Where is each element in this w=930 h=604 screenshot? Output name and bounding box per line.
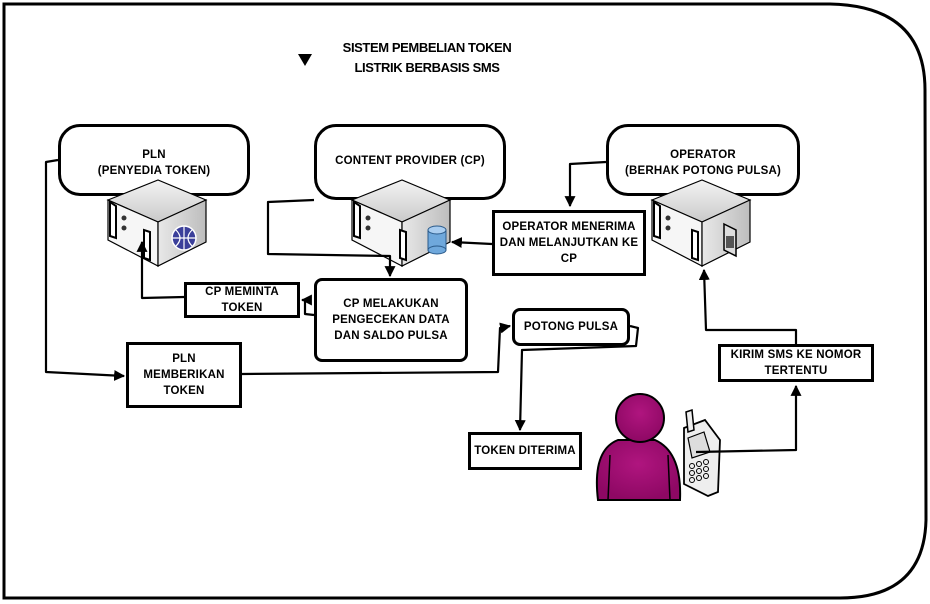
connector-sms-to-operator xyxy=(698,268,798,344)
step-token-received-label: TOKEN DITERIMA xyxy=(474,445,576,457)
actor-pln-label: PLN (PENYEDIA TOKEN) xyxy=(97,149,211,177)
step-cp-check: CP MELAKUKAN PENGECEKAN DATA DAN SALDO P… xyxy=(314,278,468,362)
triangle-down-icon xyxy=(298,54,312,66)
step-pln-give-token: PLN MEMBERIKAN TOKEN xyxy=(126,342,242,408)
step-send-sms: KIRIM SMS KE NOMOR TERTENTU xyxy=(718,344,874,382)
connector-operator-to-forward xyxy=(564,160,607,208)
step-pln-give-token-label: PLN MEMBERIKAN TOKEN xyxy=(143,353,225,397)
step-operator-forward-label: OPERATOR MENERIMA DAN MELANJUTKAN KE CP xyxy=(499,221,639,265)
server-globe-icon xyxy=(106,179,208,267)
actor-cp-label: CONTENT PROVIDER (CP) xyxy=(335,155,485,167)
server-database-icon xyxy=(350,179,452,267)
step-cp-check-label: CP MELAKUKAN PENGECEKAN DATA DAN SALDO P… xyxy=(332,298,450,342)
connector-give-to-cut xyxy=(241,322,512,376)
connector-cp-to-check xyxy=(266,198,396,278)
step-cut-credit-label: POTONG PULSA xyxy=(523,321,619,333)
step-cp-request-token-label: CP MEMINTA TOKEN xyxy=(205,286,279,314)
user-icon xyxy=(595,393,682,501)
connector-cut-to-received xyxy=(514,324,640,432)
connector-pln-to-give xyxy=(44,158,126,381)
actor-operator-label: OPERATOR (BERHAK POTONG PULSA) xyxy=(624,149,782,177)
connector-phone-to-sms xyxy=(695,384,802,454)
connector-check-to-request xyxy=(300,294,315,317)
diagram-title: SISTEM PEMBELIAN TOKEN LISTRIK BERBASIS … xyxy=(342,40,512,75)
step-operator-forward: OPERATOR MENERIMA DAN MELANJUTKAN KE CP xyxy=(492,210,646,276)
step-cp-request-token: CP MEMINTA TOKEN xyxy=(184,282,300,318)
step-token-received: TOKEN DITERIMA xyxy=(468,432,582,470)
step-cut-credit: POTONG PULSA xyxy=(512,308,630,346)
connector-forward-to-cp xyxy=(450,237,493,248)
server-phone-icon xyxy=(650,179,752,267)
connector-request-to-pln xyxy=(136,240,185,300)
step-send-sms-label: KIRIM SMS KE NOMOR TERTENTU xyxy=(730,349,862,377)
